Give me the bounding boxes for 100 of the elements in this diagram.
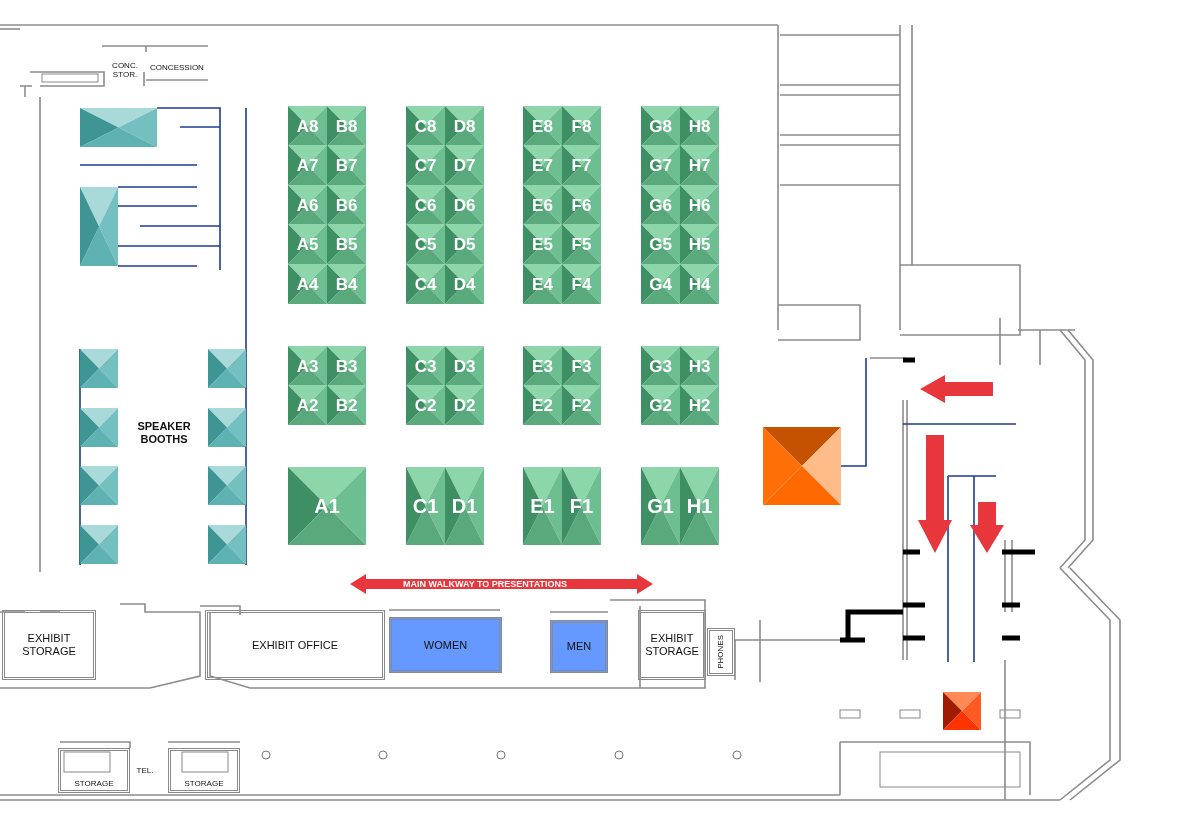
booth-number: H8 [688,117,711,135]
speaker-booth [80,525,118,564]
booth-number: B8 [335,117,358,135]
room [168,748,240,793]
exhibit-booth [641,145,680,185]
exhibit-booth [288,106,327,146]
booth-number: B3 [335,357,358,375]
exhibit-booth [406,224,445,264]
room-label: STORAGE [74,778,114,788]
booth-number: B6 [335,196,358,214]
exhibit-booth [641,467,680,545]
booth-number: E6 [532,196,553,214]
booth-number: C2 [414,396,437,414]
exhibit-booth [327,224,366,264]
exhibit-booth [406,385,445,425]
booth-number: D7 [453,156,476,174]
exhibit-booth [641,185,680,225]
booth-number: E3 [532,357,553,375]
exhibit-booth [680,467,719,545]
booth-number: F6 [571,196,592,214]
exhibit-booth [523,185,562,225]
exhibit-booth [445,346,484,386]
booth-number: H4 [688,275,711,293]
booth-number: B5 [335,235,358,253]
exhibit-booth [523,467,562,545]
exhibit-booth [327,145,366,185]
exhibit-booth [327,185,366,225]
exhibit-booth [288,264,327,304]
booth-number: D5 [453,235,476,253]
booth-number: G5 [649,235,672,253]
exhibit-booth [562,106,601,146]
booth-number: F8 [571,117,592,135]
booth-number: G8 [649,117,672,135]
restroom [389,617,502,673]
room [205,610,385,680]
booth-number: H1 [686,496,713,516]
exhibit-booth [562,467,601,545]
exhibit-booth [641,346,680,386]
booth-number: D2 [453,396,476,414]
exhibit-booth [288,185,327,225]
booth-number: E5 [532,235,553,253]
exhibit-booth [327,346,366,386]
booth-number: H6 [688,196,711,214]
booth-number: C5 [414,235,437,253]
booth-number: G4 [649,275,672,293]
booth-number: B7 [335,156,358,174]
booth-number: A1 [314,496,340,516]
booth-number: B2 [335,396,358,414]
room-label: PHONES [716,635,726,669]
room [58,748,130,793]
booth-number: C3 [414,357,437,375]
booth-number: G2 [649,396,672,414]
booth-number: E2 [532,396,553,414]
exhibit-booth [445,264,484,304]
booth-number: D3 [453,357,476,375]
room-label: EXHIBIT STORAGE [644,632,700,658]
exhibit-booth [680,145,719,185]
booth-number: A6 [296,196,319,214]
exhibit-booth [523,346,562,386]
booth-number: D6 [453,196,476,214]
exhibit-booth [523,224,562,264]
exhibit-booth [288,467,366,545]
booth-number: F1 [569,496,594,516]
walkway-label: MAIN WALKWAY TO PRESENTATIONS [400,579,570,589]
exhibit-booth [680,385,719,425]
room-label: STORAGE [184,778,224,788]
booth-number: C8 [414,117,437,135]
kiosk [763,427,841,505]
booth-number: B4 [335,275,358,293]
exhibit-booth [288,385,327,425]
exhibit-booth [406,346,445,386]
booth-number: F3 [571,357,592,375]
booth-number: D4 [453,275,476,293]
room-label: CONCESSION [150,63,204,73]
exhibit-booth [327,106,366,146]
exhibit-booth [562,385,601,425]
kiosk [943,692,981,730]
exhibit-booth [288,145,327,185]
room-label: WOMEN [423,638,468,652]
exhibit-booth [445,385,484,425]
booth-number: F2 [571,396,592,414]
booth-number: F4 [571,275,592,293]
exhibit-booth [327,264,366,304]
exhibit-booth [562,264,601,304]
exhibit-booth [445,185,484,225]
exhibit-booth [445,145,484,185]
booth-number: A5 [296,235,319,253]
booth-number: F5 [571,235,592,253]
exhibit-booth [406,106,445,146]
exhibit-booth [288,224,327,264]
booth-number: F7 [571,156,592,174]
exhibit-booth [523,385,562,425]
exhibit-booth [288,346,327,386]
room [638,610,706,680]
exhibit-booth [562,185,601,225]
exhibit-booth [680,346,719,386]
exhibit-booth [680,264,719,304]
room-label: TEL. [136,765,154,776]
booth-number: H2 [688,396,711,414]
booth-number: C4 [414,275,437,293]
